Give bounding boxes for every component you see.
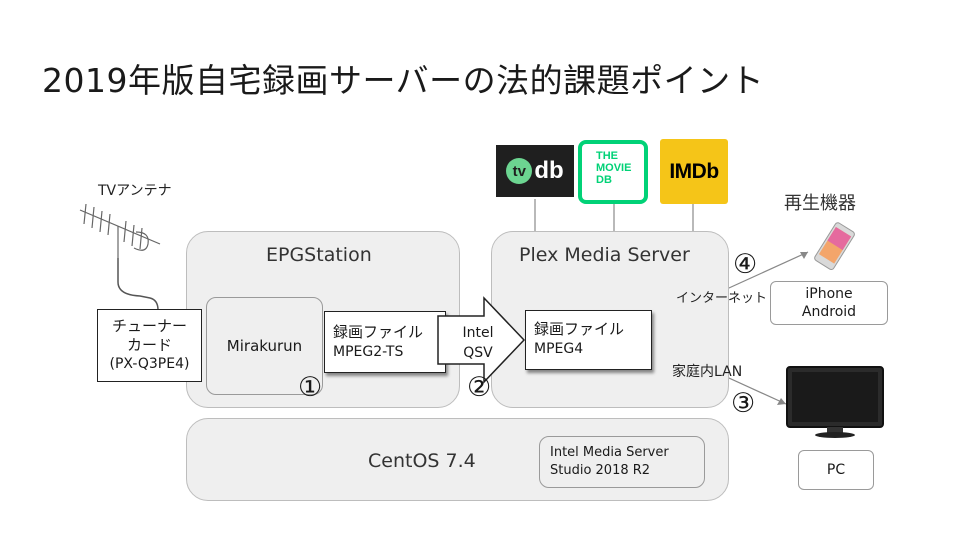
internet-label: インターネット [676,291,768,306]
tmdb-logo-line1: THE [596,150,618,162]
plex-file-line1: 録画ファイル [534,320,625,338]
tuner-card: チューナー カード (PX-Q3PE4) [97,309,202,382]
antenna-label: TVアンテナ [98,183,172,199]
phone-device-box: iPhone Android [770,281,888,325]
tmdb-logo-line2: MOVIE [596,162,632,174]
tvdb-logo-text-a: tv [506,158,533,184]
mirakurun-label: Mirakurun [226,337,303,355]
epgstation-label: EPGStation [266,244,372,266]
marker-3: ③ [731,388,756,419]
intel-studio-line1: Intel Media Server [550,445,669,460]
epg-file-line2: MPEG2-TS [333,344,404,360]
epg-file-line1: 録画ファイル [333,323,424,341]
lan-label: 家庭内LAN [672,364,743,380]
qsv-arrow-icon [437,296,526,384]
pc-device-box: PC [798,450,874,490]
marker-4: ④ [733,249,758,280]
marker-2: ② [467,372,492,403]
tuner-line1: チューナー [111,317,187,335]
tvdb-logo-text-b: db [534,157,564,184]
devices-label: 再生機器 [784,193,856,214]
intel-studio-line2: Studio 2018 R2 [550,463,651,478]
imdb-logo: IMDb [660,139,728,204]
tuner-line2: カード [126,336,172,354]
mirakurun-box: Mirakurun [206,297,323,395]
qsv-line1: Intel [462,325,494,341]
phone-line2: Android [801,304,857,320]
phone-line1: iPhone [805,286,853,302]
antenna-icon [79,203,161,262]
qsv-line2: QSV [463,345,493,361]
page-title: 2019年版自宅録画サーバーの法的課題ポイント [42,61,765,100]
monitor-icon [786,366,884,438]
tmdb-logo-line3: DB [596,174,612,186]
plex-recording-file: 録画ファイル MPEG4 [525,310,652,370]
centos-label: CentOS 7.4 [368,450,476,472]
pc-label: PC [826,462,846,478]
marker-1: ① [298,372,323,403]
tvdb-logo: tv db [496,145,574,197]
tmdb-logo: THE MOVIE DB [578,140,648,204]
imdb-logo-text: IMDb [669,159,719,183]
epg-recording-file: 録画ファイル MPEG2-TS [324,311,446,373]
qsv-label: Intel QSV [452,323,504,363]
plex-label: Plex Media Server [519,244,690,266]
smartphone-icon [814,222,855,271]
plex-file-line2: MPEG4 [534,341,584,357]
intel-media-server-studio: Intel Media Server Studio 2018 R2 [539,436,705,488]
tuner-line3: (PX-Q3PE4) [109,356,190,372]
